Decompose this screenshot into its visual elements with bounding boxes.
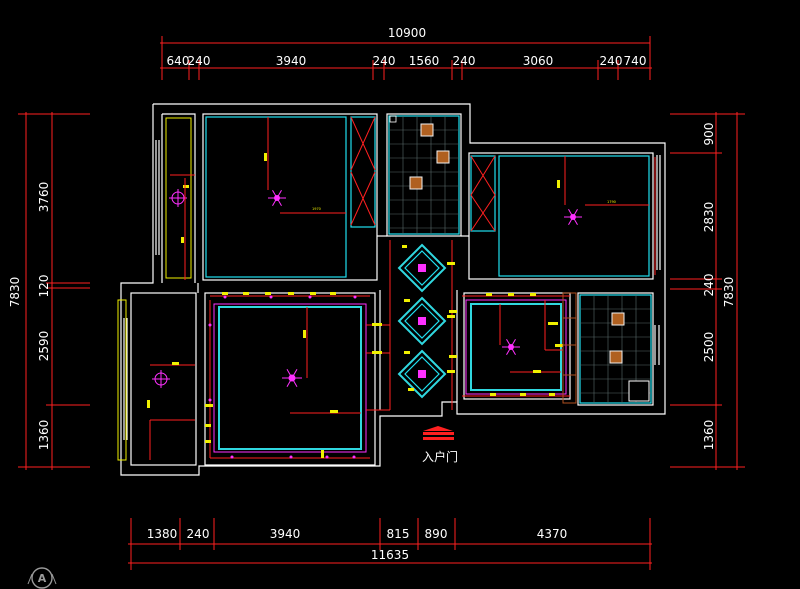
right-dim-seg: 900	[702, 123, 716, 146]
right-dimension-chain: 900 2830 240 2500 1360 7830	[670, 112, 745, 470]
bottom-dimension-chain: 1380 240 3940 815 890 4370 11635	[128, 518, 652, 570]
bottom-dim-seg: 815	[387, 527, 410, 541]
closet-left	[165, 117, 195, 280]
bedroom-2: 1790	[470, 155, 656, 277]
left-dim-seg: 120	[37, 275, 51, 298]
ucs-axis-icon: A	[27, 567, 57, 589]
bottom-overall-dim: 11635	[371, 548, 409, 562]
left-dim-seg: 1360	[37, 420, 51, 451]
top-dim-seg: 240	[453, 54, 476, 68]
entrance-marker: 入户门	[422, 426, 458, 464]
snowflake-chandelier-icon	[502, 338, 520, 356]
left-dimension-chain: 7830 3760 120 2590 1360	[8, 112, 90, 470]
snowflake-chandelier-icon	[282, 369, 302, 387]
top-dim-seg: 740	[624, 54, 647, 68]
left-dim-seg: 2590	[37, 331, 51, 362]
right-overall-dim: 7830	[722, 277, 736, 308]
bottom-dim-seg: 4370	[537, 527, 568, 541]
svg-text:1790: 1790	[607, 200, 616, 204]
top-dim-seg: 640	[167, 54, 190, 68]
top-dim-seg: 3060	[523, 54, 554, 68]
right-dim-seg: 1360	[702, 420, 716, 451]
right-dim-seg: 240	[702, 274, 716, 297]
right-dim-seg: 2500	[702, 332, 716, 363]
top-dim-seg: 240	[373, 54, 396, 68]
bottom-dim-seg: 3940	[270, 527, 301, 541]
top-overall-dim: 10900	[388, 26, 426, 40]
bathroom-top	[388, 115, 460, 235]
bottom-dim-seg: 240	[187, 527, 210, 541]
top-dim-seg: 3940	[276, 54, 307, 68]
living-room	[205, 292, 390, 459]
walls	[120, 103, 666, 476]
crosshair-light-icon	[152, 370, 170, 388]
snowflake-chandelier-icon	[268, 189, 286, 207]
left-overall-dim: 7830	[8, 277, 22, 308]
entrance-arrow-icon	[423, 426, 454, 440]
dining-room	[449, 293, 570, 397]
left-dim-seg: 3760	[37, 182, 51, 213]
bedroom-1: 1970	[205, 116, 376, 278]
bottom-dim-seg: 890	[425, 527, 448, 541]
right-dim-seg: 2830	[702, 202, 716, 233]
svg-text:A: A	[38, 572, 47, 585]
kitchen	[562, 292, 652, 404]
top-dimension-chain: 10900 640 240 3940 240 1560 240 3060 240…	[160, 26, 652, 80]
bottom-dim-seg: 1380	[147, 527, 178, 541]
snowflake-chandelier-icon	[564, 208, 582, 226]
corridor-ceiling	[389, 240, 455, 410]
top-dim-seg: 240	[188, 54, 211, 68]
crosshair-light-icon	[169, 189, 187, 207]
entrance-label: 入户门	[422, 449, 458, 464]
top-dim-seg: 240	[600, 54, 623, 68]
svg-text:1970: 1970	[312, 207, 321, 211]
balcony-left	[117, 299, 195, 461]
top-dim-seg: 1560	[409, 54, 440, 68]
